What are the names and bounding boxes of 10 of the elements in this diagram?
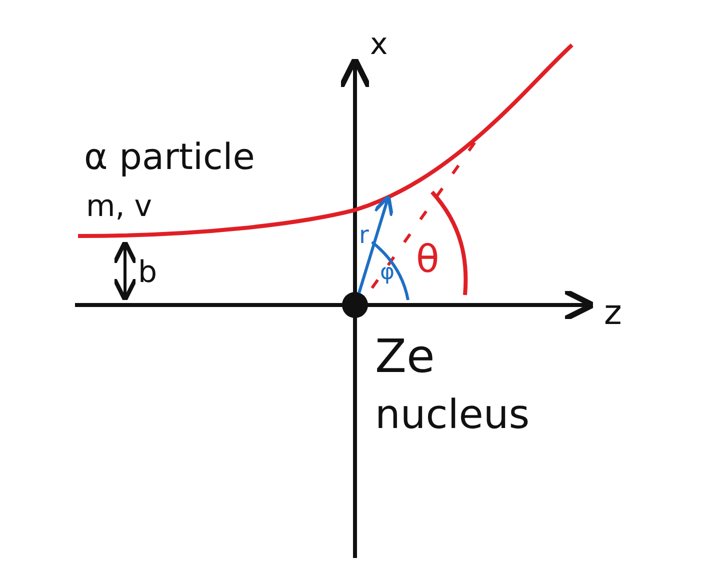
impact-parameter-label: b [138, 258, 158, 288]
radius-label: r [359, 223, 369, 247]
angle-label: φ [380, 262, 395, 284]
angle-label: θ [416, 240, 440, 278]
axis-label: x [370, 30, 388, 60]
axis-label: z [604, 296, 622, 330]
particle-label: α particle [84, 140, 255, 176]
charge-label: Ze [375, 333, 435, 379]
mass-velocity-label: m, v [86, 192, 152, 222]
nucleus-label: nucleus [375, 395, 530, 435]
